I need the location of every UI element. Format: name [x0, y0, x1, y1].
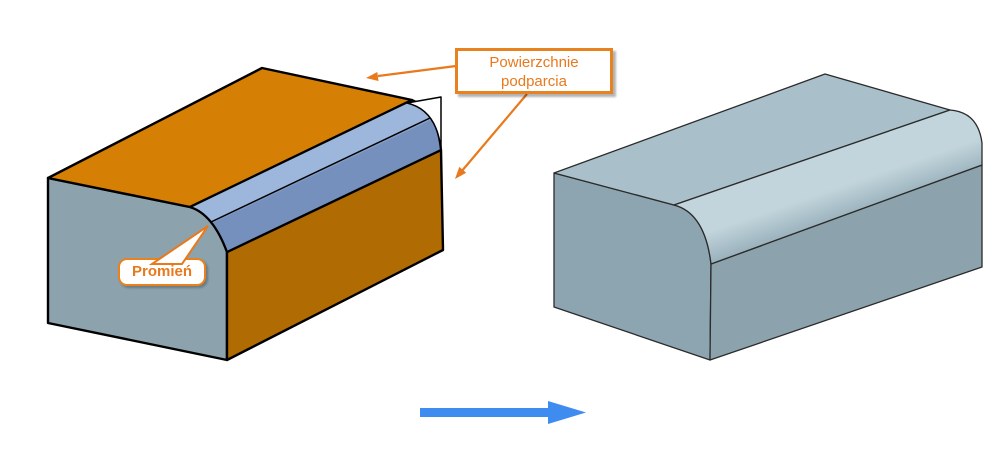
result-fillet-band	[673, 109, 983, 265]
result-box	[553, 73, 983, 361]
leader-arrowhead-front-face-icon	[455, 166, 467, 179]
leader-arrows	[366, 64, 528, 179]
leader-line-front-face	[460, 93, 528, 173]
radius-callout-pointer-shape	[148, 225, 209, 265]
leader-arrowhead-top-face-icon	[366, 72, 379, 81]
transform-arrow-icon	[420, 401, 586, 424]
fillet-band-silhouette-line	[210, 117, 431, 223]
support-surfaces-label: Powierzchnie podparcia	[489, 54, 579, 90]
leader-line-top-face	[377, 64, 457, 78]
ghost-corner-face	[406, 96, 442, 151]
support-surfaces-callout: Powierzchnie podparcia	[455, 48, 613, 94]
source-box	[46, 66, 445, 362]
radius-callout-pointer	[148, 225, 209, 265]
radius-label: Promień	[131, 263, 192, 280]
